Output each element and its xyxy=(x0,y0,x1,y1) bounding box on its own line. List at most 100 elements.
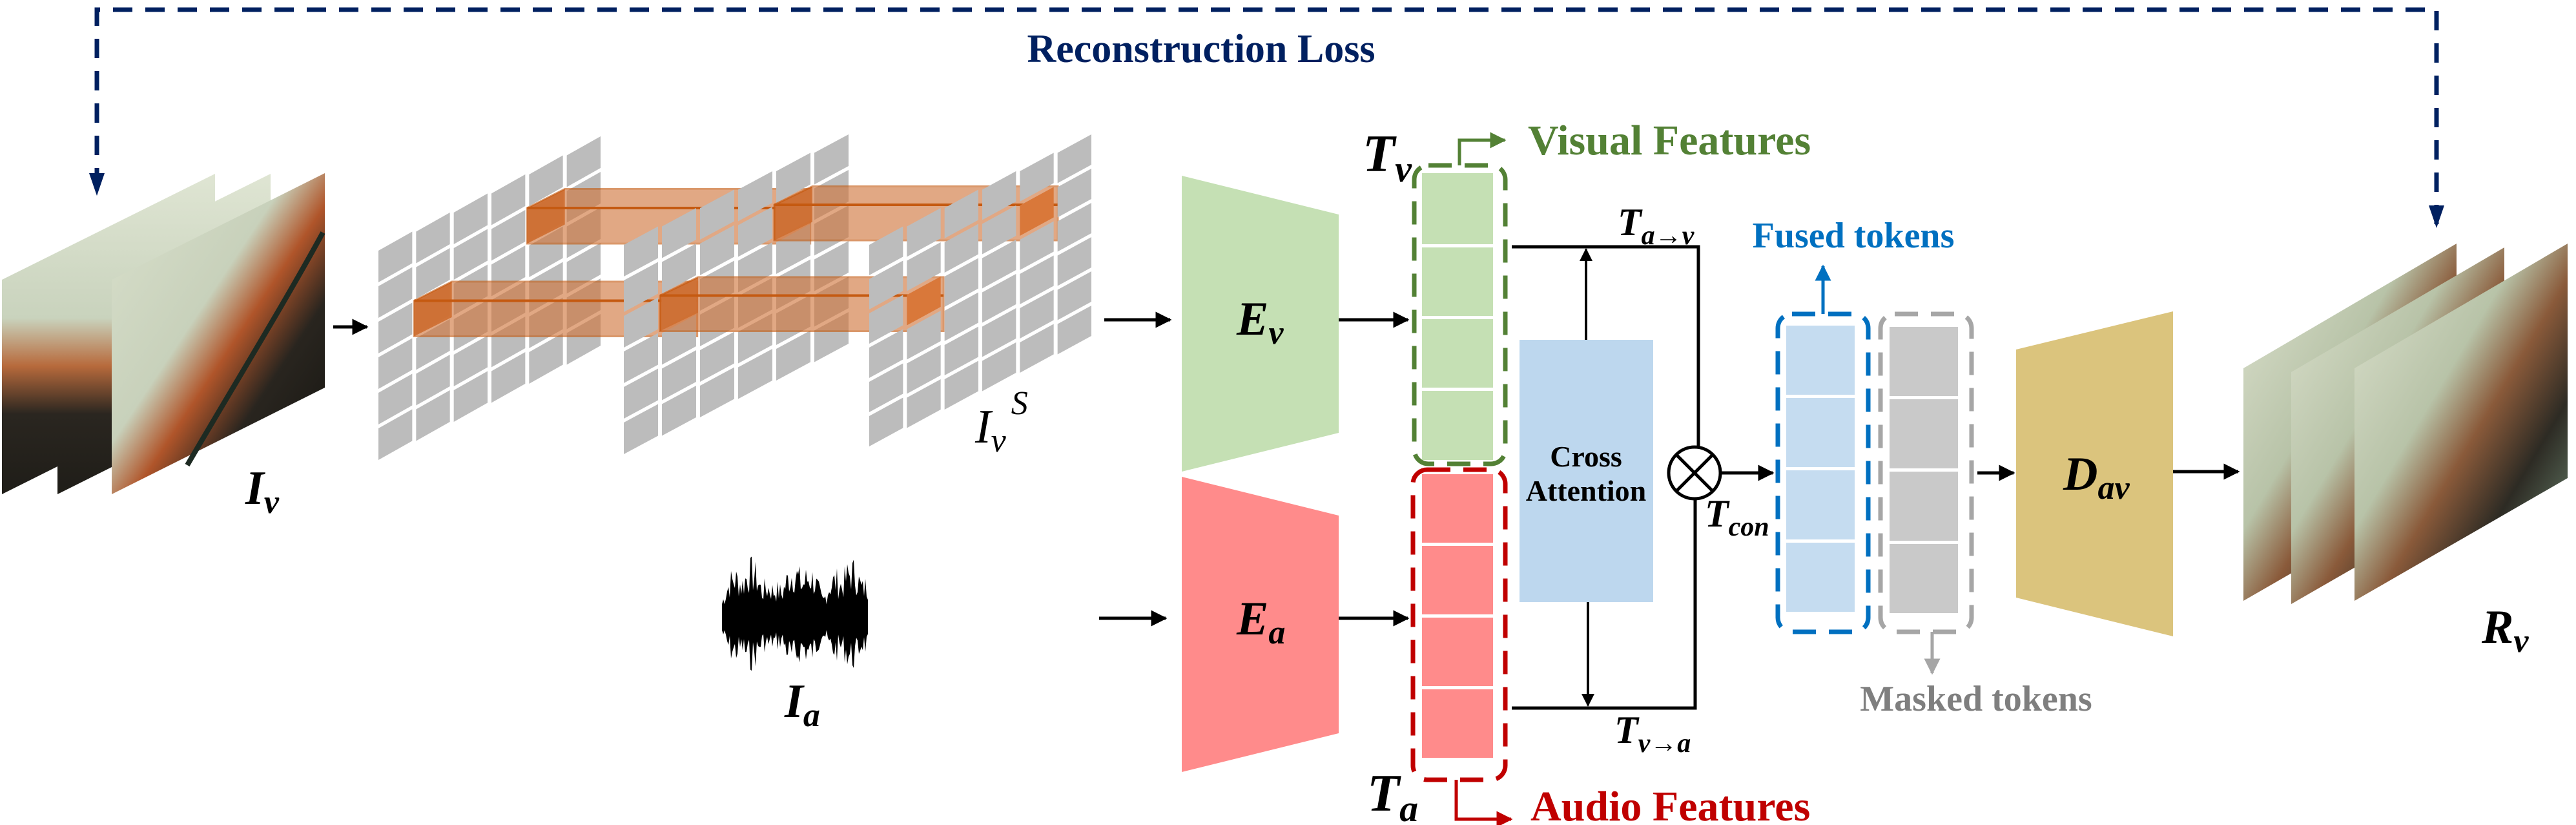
patch xyxy=(378,338,413,389)
patch xyxy=(1057,203,1091,252)
patch xyxy=(624,368,658,419)
patch xyxy=(624,333,658,383)
svg-text:Tv: Tv xyxy=(1363,124,1412,190)
audio-token-3 xyxy=(1422,618,1493,686)
patch xyxy=(566,136,601,187)
masked-token-3 xyxy=(1890,472,1958,541)
patch xyxy=(738,171,772,222)
cross-attention-label-line2: Attention xyxy=(1526,474,1647,507)
patch xyxy=(1057,271,1091,320)
patch xyxy=(378,373,413,424)
audio-encoder: Ea xyxy=(1182,477,1339,772)
fused-token-2 xyxy=(1786,398,1855,467)
patch xyxy=(453,229,488,280)
patch xyxy=(378,409,413,460)
patch xyxy=(869,363,903,412)
patch xyxy=(944,224,978,273)
patch xyxy=(814,134,849,185)
patch-grid-frame-3 xyxy=(869,134,1091,446)
patch xyxy=(907,242,941,291)
patch xyxy=(1020,289,1054,339)
fused-token-3 xyxy=(1786,470,1855,539)
patch xyxy=(624,297,658,348)
svg-text:Ia: Ia xyxy=(784,675,820,734)
patch xyxy=(1020,221,1054,270)
output-frame-3 xyxy=(2354,244,2568,601)
patch-grids xyxy=(378,134,1091,460)
patch xyxy=(869,260,903,309)
label-I-v: Iv xyxy=(245,462,280,521)
patch xyxy=(700,225,734,275)
patch xyxy=(378,302,413,353)
patch xyxy=(869,329,903,378)
patch xyxy=(529,155,563,206)
patch xyxy=(982,171,1016,220)
patch xyxy=(982,205,1016,255)
patch xyxy=(738,349,772,399)
patch xyxy=(776,152,810,203)
fused-token-1 xyxy=(1786,326,1855,395)
loss-arrowhead-right-icon xyxy=(2429,205,2444,228)
waveform-path xyxy=(722,556,868,671)
patch xyxy=(662,244,696,294)
patch xyxy=(944,189,978,238)
reconstruction-loss-loop: Reconstruction Loss xyxy=(89,7,2444,228)
patch xyxy=(700,189,734,240)
patch xyxy=(453,335,488,386)
patch xyxy=(944,258,978,307)
patch xyxy=(907,208,941,257)
masked-tokens: Masked tokens xyxy=(1860,311,2092,719)
patch xyxy=(529,333,563,384)
svg-text:Tcon: Tcon xyxy=(1705,492,1769,542)
patch xyxy=(907,379,941,428)
audio-features-label: Audio Features xyxy=(1530,783,1810,825)
cross-attention-label-line1: Cross xyxy=(1550,440,1622,473)
patch xyxy=(491,210,526,261)
patch xyxy=(982,342,1016,392)
patch xyxy=(624,226,658,277)
svg-text:Ev: Ev xyxy=(1236,293,1284,351)
loss-label: Reconstruction Loss xyxy=(1027,27,1375,71)
patch xyxy=(416,213,450,264)
input-frame-3 xyxy=(112,173,325,494)
visual-token-1 xyxy=(1422,173,1493,244)
patch xyxy=(907,345,941,394)
patch xyxy=(453,193,488,244)
svg-text:Dav: Dav xyxy=(2063,448,2130,506)
v-to-a-line xyxy=(1512,499,1697,710)
patch xyxy=(776,330,810,381)
fused-tokens-dashed-border xyxy=(1775,311,1871,634)
masked-token-1 xyxy=(1890,327,1958,396)
patch xyxy=(1057,237,1091,286)
masked-tokens-label: Masked tokens xyxy=(1860,679,2092,719)
visual-token-2 xyxy=(1422,247,1493,316)
patch xyxy=(662,350,696,401)
svg-text:Ea: Ea xyxy=(1236,592,1285,651)
cross-attention-box xyxy=(1520,340,1653,602)
patch xyxy=(491,174,526,225)
patch xyxy=(416,248,450,299)
patch xyxy=(453,371,488,422)
patch xyxy=(869,397,903,446)
audio-tokens-dashed-border xyxy=(1410,467,1508,782)
masked-token-2 xyxy=(1890,399,1958,468)
input-video-frames: Iv xyxy=(2,173,325,521)
decoder: Dav xyxy=(2016,311,2173,636)
visual-encoder: Ev xyxy=(1182,176,1339,472)
audio-token-2 xyxy=(1422,546,1493,614)
patch xyxy=(869,295,903,344)
label-I-v-S: IvS xyxy=(974,385,1028,459)
patch xyxy=(491,352,526,403)
a-to-v-line xyxy=(1512,245,1700,447)
visual-token-4 xyxy=(1422,391,1493,460)
svg-text:Ta→v: Ta→v xyxy=(1618,201,1695,251)
patch xyxy=(662,386,696,436)
visual-tokens-dashed-border xyxy=(1412,163,1508,466)
concat-operator-icon xyxy=(1667,445,1722,501)
patch xyxy=(416,355,450,406)
svg-text:Rv: Rv xyxy=(2481,601,2529,660)
fused-token-4 xyxy=(1786,543,1855,612)
visual-tokens: Tv Visual Features xyxy=(1363,117,1811,466)
patch xyxy=(869,226,903,275)
patch xyxy=(1020,255,1054,304)
